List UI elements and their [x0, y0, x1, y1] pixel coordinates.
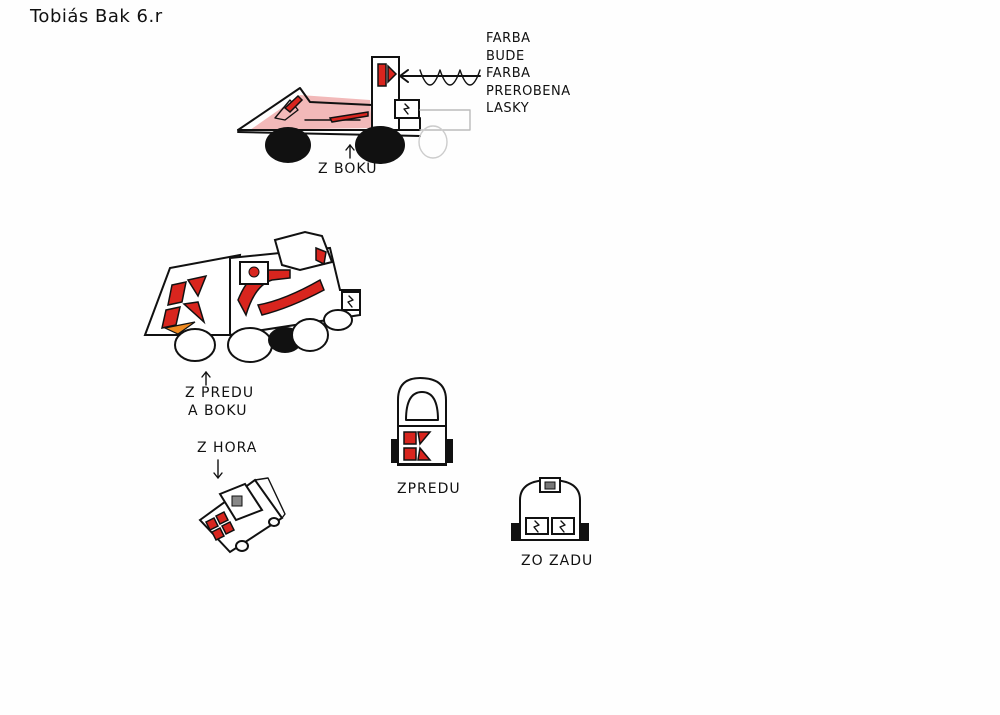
note-line-5: LASKY [486, 101, 530, 117]
note-line-4: PREROBENA [486, 83, 571, 99]
label-side-view: Z BOKU [318, 161, 378, 177]
note-line-2: BUDE [486, 48, 525, 64]
label-back-view: ZO ZADU [521, 553, 594, 569]
color-note: FARBA BUDE FARBA PREROBENA LASKY [486, 30, 571, 118]
label-front-side-view-2: A BOKU [188, 403, 248, 419]
label-front-side-view-1: Z PREDU [185, 385, 255, 401]
note-line-3: FARBA [486, 66, 531, 82]
note-line-1: FARBA [486, 31, 531, 46]
author-signature: Tobiás Bak 6.r [30, 6, 163, 27]
label-front-view: ZPREDU [397, 481, 461, 497]
label-top-view: Z HORA [197, 440, 258, 456]
